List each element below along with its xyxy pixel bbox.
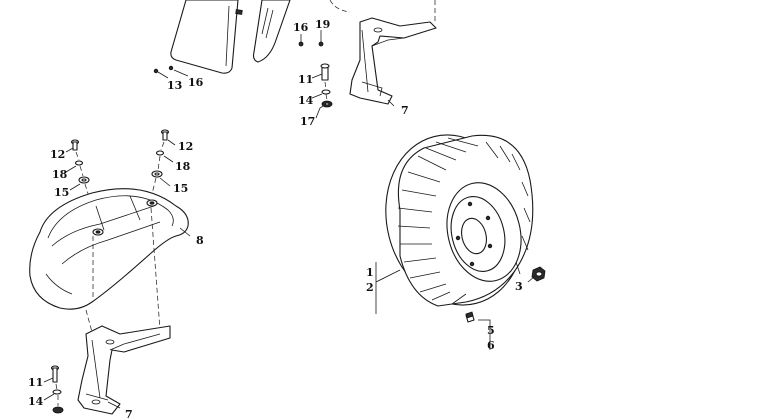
hardware-stack-right bbox=[151, 129, 170, 195]
callout-19: 19 bbox=[315, 18, 330, 31]
wheel-rim bbox=[446, 182, 522, 282]
callout-7-bottom: 7 bbox=[125, 408, 133, 419]
hardware-stack-left bbox=[70, 139, 91, 201]
callout-15-right: 15 bbox=[173, 182, 188, 195]
callout-17: 17 bbox=[300, 115, 315, 128]
fender-hidden-lines bbox=[85, 207, 161, 333]
callout-14-top: 14 bbox=[298, 94, 314, 107]
callout-11-top: 11 bbox=[298, 73, 313, 86]
mounting-bracket-top bbox=[349, 17, 437, 105]
mud-flap bbox=[170, 0, 243, 74]
rear-fender bbox=[29, 188, 189, 310]
callout-18-left: 18 bbox=[52, 168, 68, 181]
callout-12-right: 12 bbox=[178, 140, 193, 153]
callout-15-left: 15 bbox=[54, 186, 69, 199]
tire-and-wheel bbox=[385, 134, 534, 307]
callout-labels: 1 2 3 5 6 7 7 8 11 11 12 12 13 14 14 15 … bbox=[28, 18, 523, 419]
callout-7-top: 7 bbox=[401, 104, 409, 117]
callout-8: 8 bbox=[196, 234, 204, 247]
callout-16-mud: 16 bbox=[188, 76, 204, 89]
tire-tread bbox=[397, 137, 531, 305]
callout-1: 1 bbox=[366, 266, 374, 279]
callout-2: 2 bbox=[366, 281, 374, 294]
callout-6: 6 bbox=[487, 339, 495, 352]
hardware-stack-bottom bbox=[50, 365, 64, 414]
callout-3: 3 bbox=[515, 280, 523, 293]
leader-lines bbox=[43, 30, 536, 409]
callout-18-right: 18 bbox=[175, 160, 191, 173]
callout-12-left: 12 bbox=[50, 148, 65, 161]
callout-5: 5 bbox=[487, 324, 495, 337]
fender-hidden-top bbox=[329, 0, 436, 22]
callout-13: 13 bbox=[167, 79, 182, 92]
mounting-bracket-bottom bbox=[77, 325, 171, 415]
callout-16-top: 16 bbox=[293, 21, 309, 34]
callout-11-bottom: 11 bbox=[28, 376, 43, 389]
callout-14-bottom: 14 bbox=[28, 395, 44, 408]
fender-support-arm-top bbox=[252, 0, 291, 63]
wheel-nut bbox=[531, 266, 546, 282]
valve-stem bbox=[465, 311, 475, 323]
